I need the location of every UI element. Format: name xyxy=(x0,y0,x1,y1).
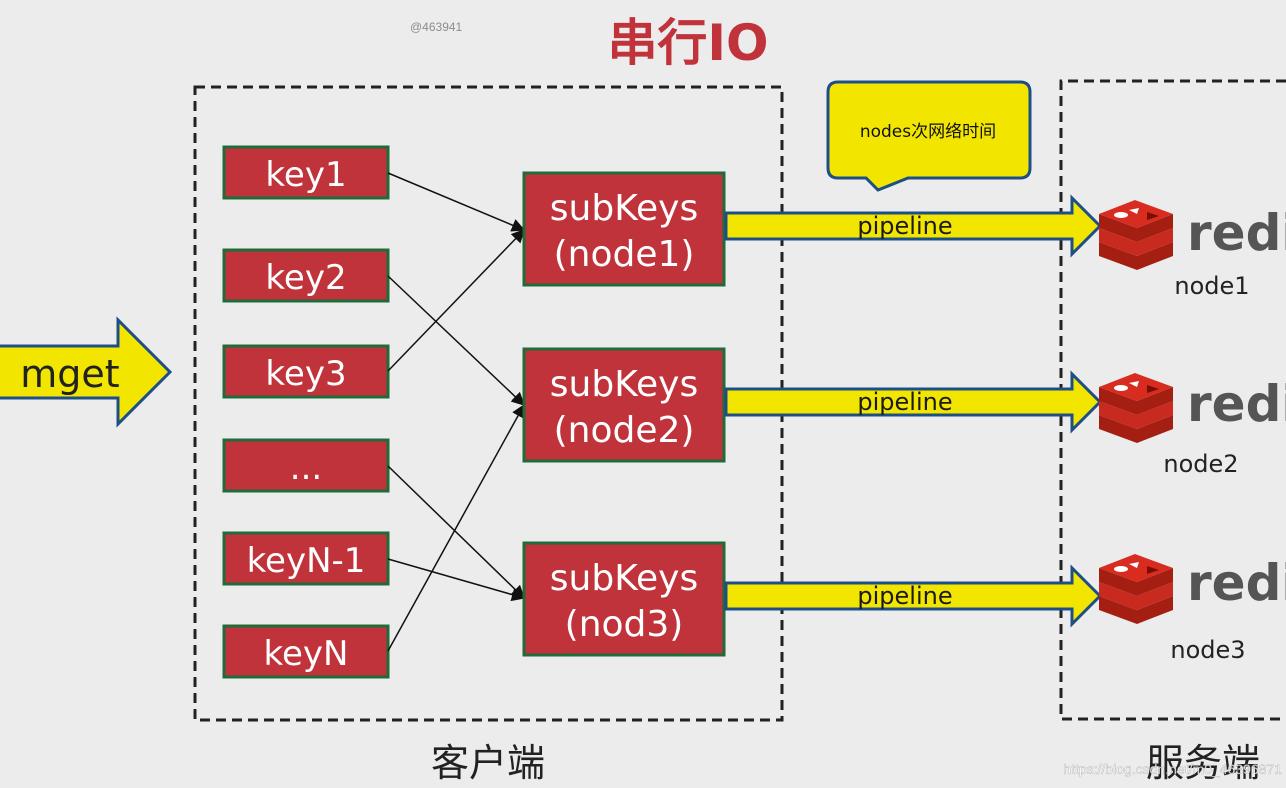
connector-line xyxy=(387,172,526,232)
node-label: node2 xyxy=(1163,450,1238,478)
redis-wordmark: redis xyxy=(1187,204,1286,262)
client-caption: 客户端 xyxy=(431,741,545,785)
pipeline-label: pipeline xyxy=(857,582,952,610)
pipeline-label: pipeline xyxy=(857,212,952,240)
connector-line xyxy=(387,558,526,602)
key-box: key2 xyxy=(222,248,390,303)
pipeline-arrow: pipeline xyxy=(724,194,1103,258)
key-label: ... xyxy=(290,448,322,488)
subkeys-line1: subKeys xyxy=(550,364,698,405)
redis-logo-icon xyxy=(1099,554,1173,624)
subkeys-line2: (node1) xyxy=(554,234,695,275)
redis-node: redis node3 xyxy=(1099,554,1286,664)
key-label: key3 xyxy=(265,354,346,394)
key-label: keyN-1 xyxy=(247,541,366,581)
key-label: keyN xyxy=(264,634,349,674)
subkeys-line2: (nod3) xyxy=(565,604,684,645)
subkeys-node1-box: subKeys (node1) xyxy=(522,171,726,287)
redis-wordmark: redis xyxy=(1187,554,1286,612)
key-box: keyN-1 xyxy=(222,531,390,586)
key-box: key3 xyxy=(222,344,390,399)
key-connectors xyxy=(387,172,526,652)
network-time-callout: nodes次网络时间 xyxy=(826,80,1032,192)
diagram-title: 串行IO xyxy=(607,14,768,72)
node-label: node3 xyxy=(1170,636,1245,664)
pipeline-arrow: pipeline xyxy=(724,370,1103,434)
key-box: ... xyxy=(222,438,390,493)
subkeys-node3-box: subKeys (nod3) xyxy=(522,541,726,657)
top-watermark: @463941 xyxy=(410,20,463,34)
pipeline-arrow: pipeline xyxy=(724,564,1103,628)
redis-logo-icon xyxy=(1099,200,1173,270)
key-box: keyN xyxy=(222,624,390,679)
node-label: node1 xyxy=(1174,272,1249,300)
bottom-watermark: https://blog.csdn.net/m0_46396871 xyxy=(1063,761,1282,777)
connector-line xyxy=(387,403,525,652)
connector-line xyxy=(387,465,525,599)
server-caption: 服务端 xyxy=(1146,741,1260,785)
subkeys-node2-box: subKeys (node2) xyxy=(522,347,726,463)
redis-wordmark: redis xyxy=(1187,375,1286,433)
connector-line xyxy=(387,275,525,406)
pipeline-label: pipeline xyxy=(857,388,952,416)
redis-node: redis node2 xyxy=(1099,373,1286,478)
callout-text: nodes次网络时间 xyxy=(860,122,996,142)
redis-node: redis node1 xyxy=(1099,200,1286,300)
key-label: key2 xyxy=(265,258,346,298)
key-box: key1 xyxy=(222,145,390,200)
subkeys-line1: subKeys xyxy=(550,558,698,599)
key-label: key1 xyxy=(265,155,346,195)
key-list: key1 key2 key3 ... keyN-1 keyN xyxy=(222,145,390,679)
subkeys-line1: subKeys xyxy=(550,188,698,229)
subkeys-line2: (node2) xyxy=(554,410,695,451)
mget-arrow: mget xyxy=(0,316,173,428)
connector-line xyxy=(387,229,525,372)
redis-logo-icon xyxy=(1099,373,1173,443)
mget-label: mget xyxy=(20,352,119,396)
